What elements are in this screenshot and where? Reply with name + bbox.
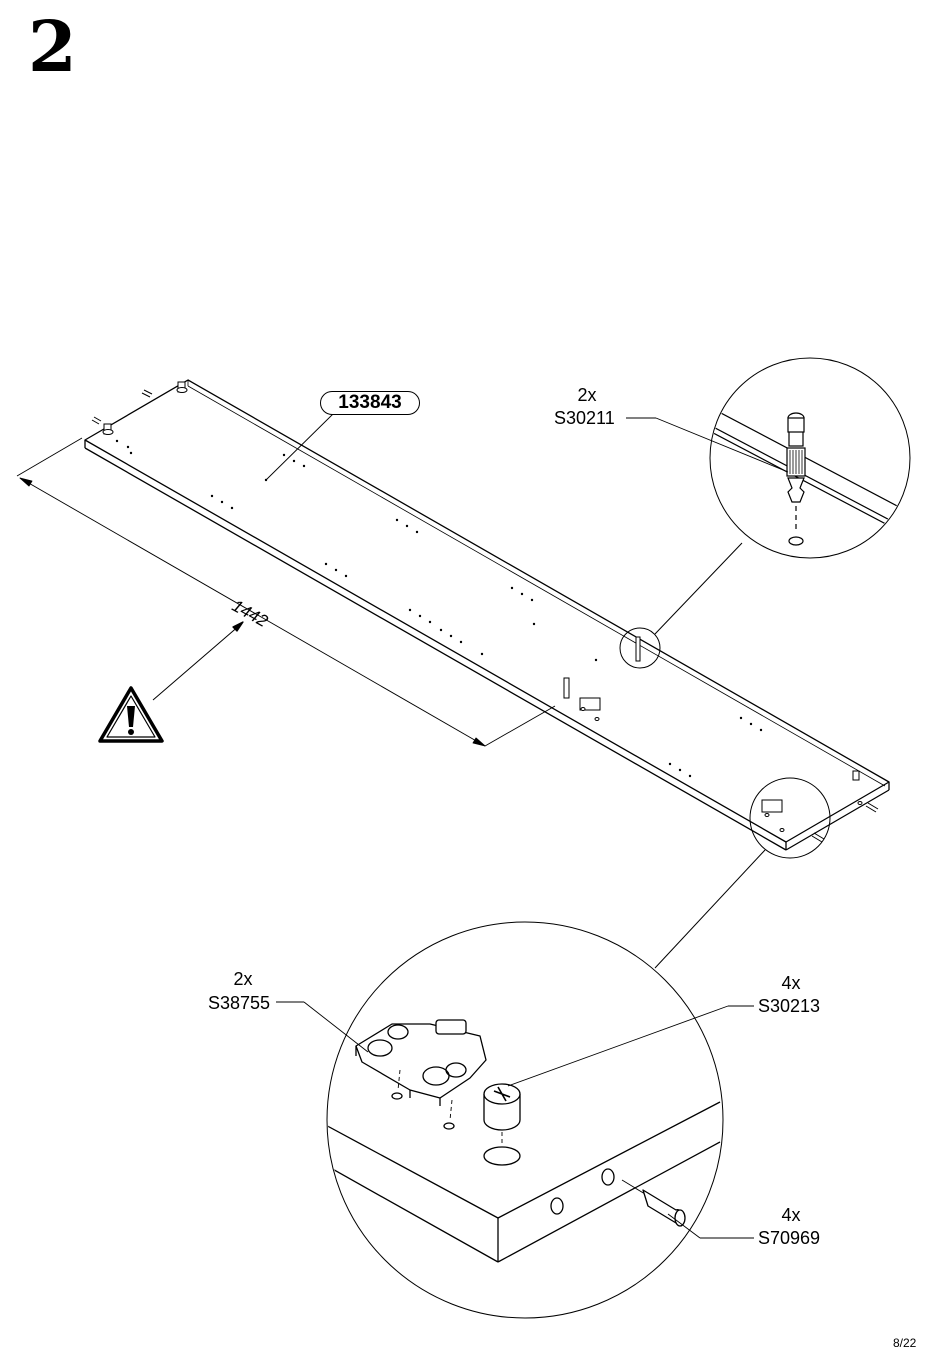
cam-bolt-qty: 2x xyxy=(572,384,602,406)
cam-lock-qty: 4x xyxy=(776,972,806,994)
page-number: 8/22 xyxy=(893,1336,916,1350)
dowel-qty: 4x xyxy=(776,1204,806,1226)
cam-bolt-code: S30211 xyxy=(554,407,615,429)
hinge-plate-qty: 2x xyxy=(228,968,258,990)
cam-lock-code: S30213 xyxy=(758,995,820,1017)
dowel-code: S70969 xyxy=(758,1227,820,1249)
cam-lock-fitting xyxy=(484,1084,520,1165)
zoom-detail-fittings xyxy=(276,922,754,1318)
zoom-detail-cam-bolt xyxy=(626,358,920,558)
hinge-plate-code: S38755 xyxy=(208,992,270,1014)
part-number-label: 133843 xyxy=(320,391,420,415)
warning-triangle-icon xyxy=(100,688,162,741)
